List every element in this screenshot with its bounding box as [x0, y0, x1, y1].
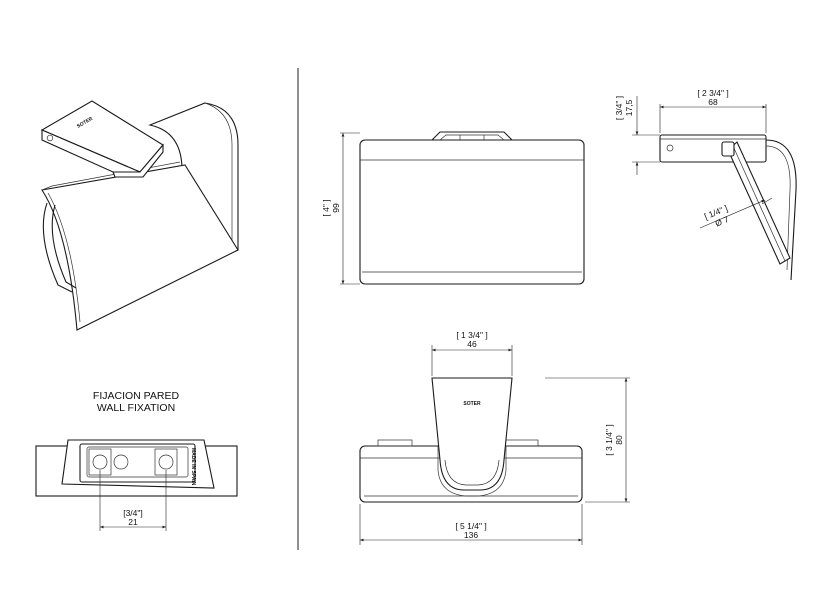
front-height-dimension: [ 4" ] 99 — [321, 132, 360, 285]
top-arm-width-mm-label: 46 — [467, 339, 477, 349]
wall-fixation-view: MADE IN SPAIN — [35, 439, 238, 497]
top-width-dimension: [ 5 1/4" ] 136 — [359, 504, 583, 545]
top-height-mm-label: 80 — [614, 435, 624, 445]
top-brand-logo: SOTER — [463, 401, 481, 407]
top-width-mm-label: 136 — [464, 530, 478, 540]
isometric-view: SOTER — [40, 100, 239, 331]
side-depth-mm-label: 68 — [708, 97, 718, 107]
fixation-width-dimension: [3/4"] 21 — [99, 470, 167, 531]
fixation-width-mm-label: 21 — [128, 517, 138, 527]
side-thickness-dimension: [ 3/4" ] 17,5 — [614, 96, 660, 175]
rod-diameter-dimension: [ 1/4" ] Ø 7 — [699, 199, 766, 229]
top-height-dimension: [ 3 1/4" ] 80 — [545, 377, 630, 503]
wall-plate-text: MADE IN SPAIN — [190, 448, 196, 486]
fixation-title-english: WALL FIXATION — [97, 402, 175, 414]
top-arm-width-inch-label: [ 1 3/4" ] — [456, 330, 487, 340]
side-thickness-inch-label: [ 3/4" ] — [614, 96, 624, 120]
rod-diameter-mm-label: Ø 7 — [714, 214, 731, 229]
top-width-inch-label: [ 5 1/4" ] — [455, 521, 486, 531]
fixation-width-inch-label: [3/4"] — [123, 508, 143, 518]
fixation-title-spanish: FIJACION PARED — [93, 390, 180, 402]
top-height-inch-label: [ 3 1/4" ] — [604, 424, 614, 455]
side-depth-dimension: [ 2 3/4" ] 68 — [659, 88, 767, 133]
side-depth-inch-label: [ 2 3/4" ] — [697, 88, 728, 98]
top-arm-width-dimension: [ 1 3/4" ] 46 — [431, 330, 513, 376]
side-view — [659, 134, 797, 281]
side-thickness-mm-label: 17,5 — [624, 99, 634, 116]
front-view — [359, 131, 585, 285]
front-height-mm-label: 99 — [331, 203, 341, 213]
top-view: SOTER — [359, 377, 583, 503]
front-height-inch-label: [ 4" ] — [321, 199, 331, 216]
